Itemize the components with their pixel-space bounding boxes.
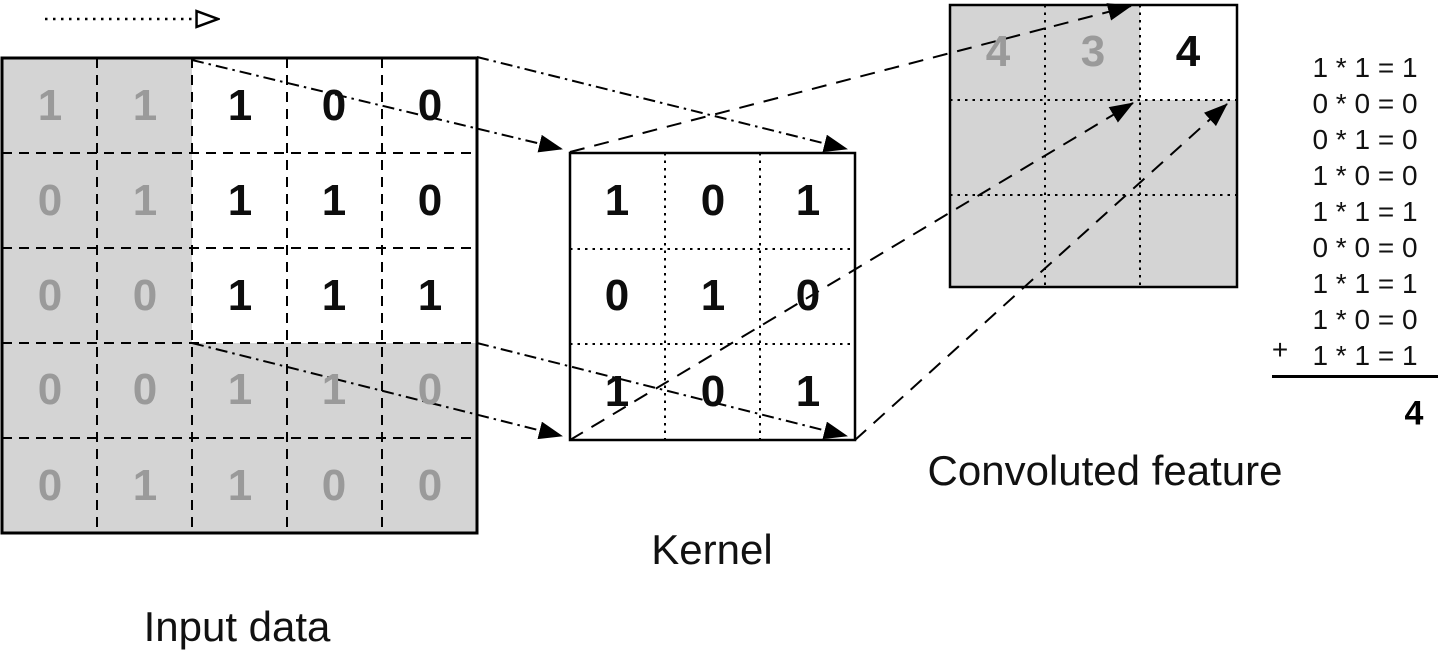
input-grid xyxy=(0,56,479,535)
calc-plus-sign: + xyxy=(1271,334,1289,365)
output-grid xyxy=(948,3,1239,289)
calc-line-4: 1 * 0 = 0 xyxy=(1312,160,1418,191)
calc-line-6: 0 * 0 = 0 xyxy=(1312,232,1418,263)
input-cell-0-2: 1 xyxy=(227,81,253,130)
input-cell-4-1: 1 xyxy=(132,461,158,510)
calc-line-9: 1 * 1 = 1 xyxy=(1312,340,1418,371)
input-grid-label: Input data xyxy=(143,603,331,650)
input-cell-0-3: 0 xyxy=(321,81,347,130)
kernel-cell-0-2: 1 xyxy=(795,176,821,225)
calc-line-3: 0 * 1 = 0 xyxy=(1312,124,1418,155)
input-cell-3-0: 0 xyxy=(37,365,63,414)
input-cell-3-2: 1 xyxy=(227,365,253,414)
calc-line-2: 0 * 0 = 0 xyxy=(1312,88,1418,119)
calc-sum-total: 4 xyxy=(1404,394,1424,433)
input-cell-4-0: 0 xyxy=(37,461,63,510)
output-cell-0-0: 4 xyxy=(985,27,1011,76)
kernel-cell-2-2: 1 xyxy=(795,367,821,416)
input-cell-2-3: 1 xyxy=(321,271,347,320)
kernel-to-output-arrows xyxy=(569,3,1228,441)
input-cell-1-2: 1 xyxy=(227,176,253,225)
calculation-lines: 1 * 1 = 1 0 * 0 = 0 0 * 1 = 0 1 * 0 = 0 … xyxy=(1300,50,1430,374)
calc-line-5: 1 * 1 = 1 xyxy=(1312,196,1418,227)
input-cell-3-4: 0 xyxy=(417,365,443,414)
input-cell-2-4: 1 xyxy=(417,271,443,320)
input-cell-0-1: 1 xyxy=(132,81,158,130)
input-highlight-window xyxy=(192,58,477,343)
input-cell-1-3: 1 xyxy=(321,176,347,225)
output-cell-0-2: 4 xyxy=(1175,27,1201,76)
input-to-kernel-arrows xyxy=(191,56,848,440)
kernel-cell-0-0: 1 xyxy=(604,176,630,225)
kernel-cell-2-0: 1 xyxy=(604,367,630,416)
calc-line-1: 1 * 1 = 1 xyxy=(1312,52,1418,83)
input-cell-1-1: 1 xyxy=(132,176,158,225)
kernel-grid xyxy=(568,151,857,442)
input-cell-4-3: 0 xyxy=(321,461,347,510)
input-cell-3-1: 0 xyxy=(132,365,158,414)
input-cell-2-2: 1 xyxy=(227,271,253,320)
input-cell-3-3: 1 xyxy=(321,365,347,414)
input-cell-2-1: 0 xyxy=(132,271,158,320)
kernel-label: Kernel xyxy=(651,526,773,573)
calc-line-7: 1 * 1 = 1 xyxy=(1312,268,1418,299)
output-cell-0-1: 3 xyxy=(1080,27,1106,76)
kernel-cell-2-1: 0 xyxy=(700,367,726,416)
calc-line-8: 1 * 0 = 0 xyxy=(1312,304,1418,335)
input-cell-0-0: 1 xyxy=(37,81,63,130)
input-cell-4-2: 1 xyxy=(227,461,253,510)
kernel-cell-1-2: 0 xyxy=(795,271,821,320)
kernel-cell-1-0: 0 xyxy=(604,271,630,320)
kernel-cell-1-1: 1 xyxy=(700,271,726,320)
output-highlight-cell-bg xyxy=(1140,5,1237,100)
input-cell-4-4: 0 xyxy=(417,461,443,510)
input-cell-0-4: 0 xyxy=(417,81,443,130)
input-cell-1-0: 0 xyxy=(37,176,63,225)
calc-sum-rule xyxy=(1272,375,1438,378)
input-cell-2-0: 0 xyxy=(37,271,63,320)
kernel-cell-0-1: 0 xyxy=(700,176,726,225)
output-grid-label: Convoluted feature xyxy=(927,447,1283,494)
input-cell-1-4: 0 xyxy=(417,176,443,225)
